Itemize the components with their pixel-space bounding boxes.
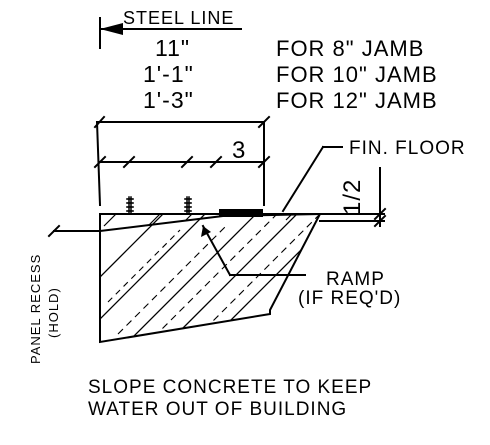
spacing-tick-5 — [257, 155, 271, 169]
concrete-hatch — [100, 214, 320, 341]
anchor-bolts — [126, 196, 192, 214]
spacing-tick-1 — [93, 155, 107, 169]
panel-recess-callout: PANEL RECESS (HOLD) — [28, 254, 61, 364]
slope-line — [98, 214, 225, 233]
panel-recess-label: PANEL RECESS — [28, 254, 43, 364]
anchor-bolt-icon — [126, 196, 134, 214]
jamb-dimension-1-1: 1'-1" — [143, 61, 194, 87]
ramp-condition-label: (IF REQ'D) — [298, 288, 401, 309]
jamb-condition-12: FOR 12" JAMB — [276, 88, 438, 113]
top-dimension-block: STEEL LINE 11" 1'-1" 1'-3" FOR 8" JAMB F… — [93, 8, 438, 207]
dimension-tick-right — [257, 115, 271, 129]
ramp-leader-diagonal — [201, 224, 232, 277]
concrete-outline — [99, 213, 322, 344]
dimension-tick-left — [93, 115, 106, 129]
ramp-label: RAMP — [326, 269, 385, 290]
half-inch-label: 1/2 — [339, 179, 366, 215]
fin-floor-label: FIN. FLOOR — [349, 138, 466, 159]
steel-plate — [219, 209, 263, 217]
concrete-section — [47, 209, 385, 344]
ramp-callout: RAMP (IF REQ'D) — [201, 224, 401, 309]
half-inch-dimension: 1/2 — [339, 167, 387, 228]
hold-label: (HOLD) — [46, 287, 61, 338]
steel-line-arrow-icon — [100, 23, 123, 35]
panel-recess-tick — [47, 224, 61, 238]
note-line-1: SLOPE CONCRETE TO KEEP — [88, 377, 372, 398]
fin-floor-callout: FIN. FLOOR — [281, 138, 466, 213]
spacing-tick-4 — [209, 155, 223, 169]
jamb-condition-10: FOR 10" JAMB — [276, 62, 438, 87]
jamb-condition-8: FOR 8" JAMB — [276, 36, 424, 61]
general-note: SLOPE CONCRETE TO KEEP WATER OUT OF BUIL… — [88, 377, 372, 420]
steel-line-label: STEEL LINE — [123, 8, 234, 28]
spacing-tick-3 — [180, 155, 194, 169]
half-inch-tick-top — [373, 207, 387, 221]
note-line-2: WATER OUT OF BUILDING — [88, 399, 347, 420]
ramp-arrow-icon — [201, 226, 211, 237]
jamb-dimension-11: 11" — [155, 35, 190, 61]
half-inch-tick-bottom — [373, 214, 387, 228]
anchor-bolt-icon — [184, 196, 192, 214]
jamb-dimension-1-3: 1'-3" — [143, 87, 194, 113]
dimension-3-label: 3 — [232, 137, 246, 164]
fin-floor-leader-diagonal — [281, 145, 325, 213]
spacing-tick-2 — [122, 155, 136, 169]
